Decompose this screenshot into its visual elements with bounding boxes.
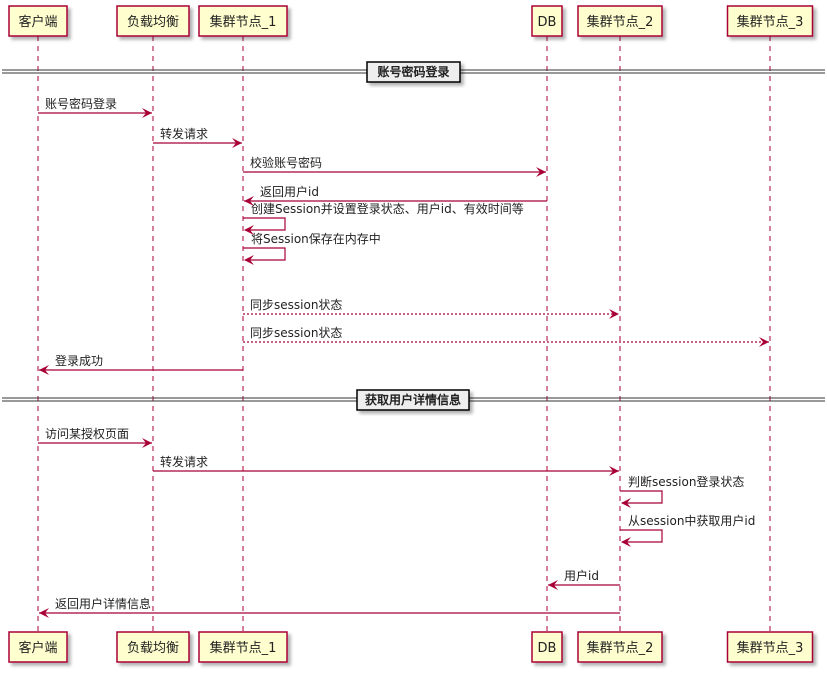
arrowhead-icon (609, 466, 619, 476)
divider-label: 账号密码登录 (377, 64, 449, 79)
participant-label: 集群节点_2 (587, 14, 654, 30)
divider-label-box (366, 61, 461, 83)
arrowhead-icon (244, 196, 254, 206)
section-divider: 账号密码登录 (2, 61, 825, 83)
message-label: 判断session登录状态 (628, 474, 744, 489)
participant-label: 集群节点_3 (737, 640, 804, 656)
message-label: 返回用户详情信息 (55, 596, 151, 611)
message-label: 返回用户id (260, 184, 319, 199)
self-message-line (243, 247, 286, 261)
participant-lb-top: 负载均衡 (116, 5, 190, 37)
message-label: 将Session保存在内存中 (251, 231, 381, 246)
arrowhead-icon (548, 580, 558, 590)
participant-box (577, 631, 663, 663)
arrowhead-icon (142, 438, 152, 448)
arrowhead-icon (142, 108, 152, 118)
participant-box (531, 5, 563, 37)
participant-box (726, 5, 814, 37)
participant-label: 集群节点_3 (737, 14, 804, 30)
message: 判断session登录状态 (620, 474, 744, 508)
message-label: 登录成功 (55, 353, 103, 368)
participant-box (198, 631, 288, 663)
message-label: 用户id (564, 568, 599, 583)
message-label: 转发请求 (160, 126, 208, 141)
participant-box (116, 631, 190, 663)
self-message-line (620, 490, 663, 504)
message: 账号密码登录 (38, 96, 152, 118)
participant-node3-bottom: 集群节点_3 (726, 631, 814, 663)
participant-box (116, 5, 190, 37)
participant-client-top: 客户端 (8, 5, 68, 37)
message: 创建Session并设置登录状态、用户id、有效时间等 (243, 201, 524, 235)
message: 同步session状态 (243, 298, 619, 319)
message: 返回用户id (244, 184, 547, 206)
message-label: 同步session状态 (250, 298, 342, 312)
message: 将Session保存在内存中 (243, 231, 381, 265)
participant-label: 客户端 (18, 14, 57, 30)
participant-label: 负载均衡 (127, 641, 179, 656)
participant-box (198, 5, 288, 37)
participant-db-bottom: DB (531, 631, 563, 663)
participant-label: 负载均衡 (127, 15, 179, 30)
participant-lb-bottom: 负载均衡 (116, 631, 190, 663)
message: 同步session状态 (243, 326, 769, 347)
arrowhead-icon (244, 255, 254, 265)
message: 从session中获取用户id (620, 513, 755, 547)
arrowhead-icon (759, 337, 769, 347)
message-label: 转发请求 (160, 454, 208, 469)
message-label: 校验账号密码 (250, 155, 322, 170)
arrowhead-icon (621, 537, 631, 547)
participant-label: 客户端 (18, 640, 57, 656)
participant-box (8, 631, 68, 663)
participant-db-top: DB (531, 5, 563, 37)
participant-label: 集群节点_1 (210, 640, 277, 656)
participant-label: 集群节点_1 (210, 14, 277, 30)
section-divider: 获取用户详情信息 (2, 389, 825, 411)
message-label: 创建Session并设置登录状态、用户id、有效时间等 (251, 201, 524, 216)
message: 转发请求 (153, 126, 242, 148)
arrowhead-icon (536, 167, 546, 177)
self-message-line (243, 217, 286, 231)
message-label: 账号密码登录 (45, 96, 117, 111)
participant-node2-top: 集群节点_2 (577, 5, 663, 37)
participant-box (577, 5, 663, 37)
participant-node3-top: 集群节点_3 (726, 5, 814, 37)
message: 用户id (548, 568, 620, 590)
arrowhead-icon (609, 309, 619, 319)
participant-node2-bottom: 集群节点_2 (577, 631, 663, 663)
message-label: 从session中获取用户id (628, 513, 755, 528)
participant-client-bottom: 客户端 (8, 631, 68, 663)
arrowhead-icon (244, 225, 254, 235)
self-message-line (620, 529, 663, 543)
message: 校验账号密码 (243, 155, 546, 177)
participant-box (8, 5, 68, 37)
message: 返回用户详情信息 (39, 596, 620, 618)
arrowhead-icon (39, 365, 49, 375)
participant-label: DB (538, 641, 557, 656)
divider-label: 获取用户详情信息 (364, 392, 461, 407)
message-label: 访问某授权页面 (45, 426, 129, 441)
participant-label: DB (538, 15, 557, 30)
participant-node1-bottom: 集群节点_1 (198, 631, 288, 663)
message: 登录成功 (39, 353, 243, 375)
arrowhead-icon (621, 498, 631, 508)
arrowhead-icon (39, 608, 49, 618)
message-label: 同步session状态 (250, 326, 342, 340)
participant-node1-top: 集群节点_1 (198, 5, 288, 37)
participant-box (726, 631, 814, 663)
message: 转发请求 (153, 454, 619, 476)
arrowhead-icon (232, 138, 242, 148)
participant-label: 集群节点_2 (587, 640, 654, 656)
divider-label-box (356, 389, 470, 411)
participant-box (531, 631, 563, 663)
message: 访问某授权页面 (38, 426, 152, 448)
